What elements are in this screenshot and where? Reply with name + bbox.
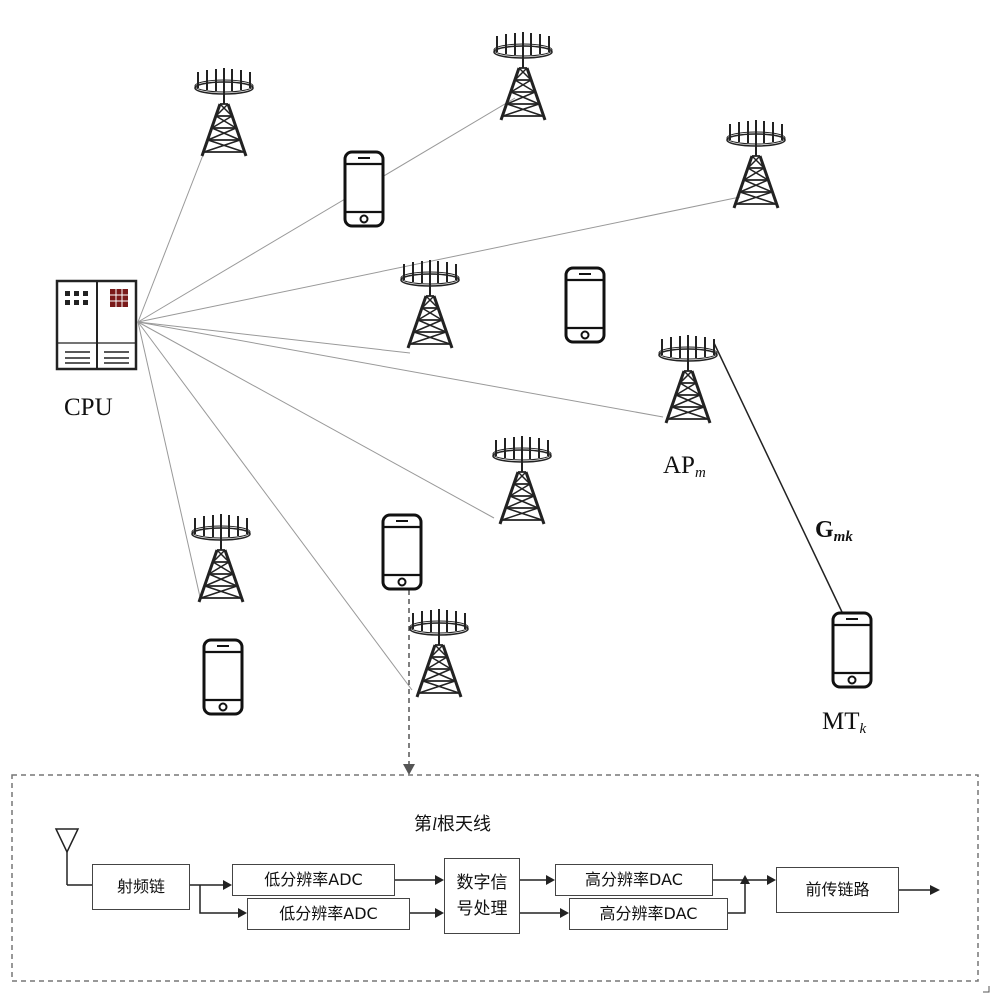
signal-flow-arrows (190, 879, 932, 914)
mobile-terminal-icon (381, 513, 423, 591)
mobile-terminal-k-icon (831, 611, 873, 689)
link-cpu-ap5 (137, 321, 664, 418)
antenna-title-suffix: 根天线 (437, 814, 492, 835)
mobile-terminal-icon (564, 266, 606, 344)
link-cpu-ap2 (137, 97, 516, 323)
zoom-arrow (403, 590, 415, 775)
cpu-server-icon (55, 279, 138, 371)
ap-m-label: APm (663, 452, 706, 482)
ap-tower-icon (408, 607, 470, 699)
rf-chain-block: 射频链 (92, 864, 190, 910)
channel-g-mk-label: Gmk (815, 517, 853, 546)
dsp-block: 数字信 号处理 (444, 858, 520, 934)
link-cpu-ap1 (137, 136, 211, 323)
ap-label-sub: m (694, 465, 706, 481)
high-res-dac-lower-block: 高分辨率DAC (569, 898, 728, 930)
link-cpu-ap4 (137, 321, 411, 354)
dsp-line2: 号处理 (456, 899, 508, 919)
dsp-line1: 数字信 (456, 873, 508, 893)
g-label-sub: mk (833, 529, 853, 545)
mt-label-sub: k (859, 721, 867, 737)
link-cpu-ap6 (137, 321, 495, 519)
mobile-terminal-icon (202, 638, 244, 716)
fronthaul-connections (137, 97, 741, 691)
high-res-dac-upper-block: 高分辨率DAC (555, 864, 713, 896)
ap-tower-icon (193, 66, 255, 158)
ap-tower-icon (399, 258, 461, 350)
ap-tower-icon (491, 434, 553, 526)
mt-k-label: MTk (822, 708, 866, 738)
mobile-terminal-icon (343, 150, 385, 228)
antenna-title-prefix: 第 (414, 814, 432, 835)
antenna-chain-title: 第l根天线 (414, 810, 491, 836)
low-res-adc-lower-block: 低分辨率ADC (247, 898, 410, 930)
return-mark (983, 986, 990, 993)
mt-label-main: MT (822, 708, 860, 735)
ap-tower-m-icon (657, 333, 719, 425)
antenna-icon (54, 828, 92, 886)
low-res-adc-upper-block: 低分辨率ADC (232, 864, 395, 896)
channel-link-g-mk (713, 342, 843, 613)
link-cpu-ap8 (137, 321, 413, 691)
fronthaul-link-block: 前传链路 (776, 867, 899, 913)
ap-tower-icon (725, 118, 787, 210)
ap-tower-icon (492, 30, 554, 122)
cpu-label: CPU (64, 394, 113, 421)
link-cpu-ap7 (137, 321, 201, 598)
antenna-title-var: l (432, 814, 438, 834)
ap-tower-icon (190, 512, 252, 604)
arrow-heads (223, 875, 940, 918)
g-label-main: G (815, 517, 834, 543)
link-cpu-ap3 (137, 196, 741, 323)
ap-label-main: AP (663, 452, 695, 479)
antenna-chain-box (11, 774, 979, 982)
